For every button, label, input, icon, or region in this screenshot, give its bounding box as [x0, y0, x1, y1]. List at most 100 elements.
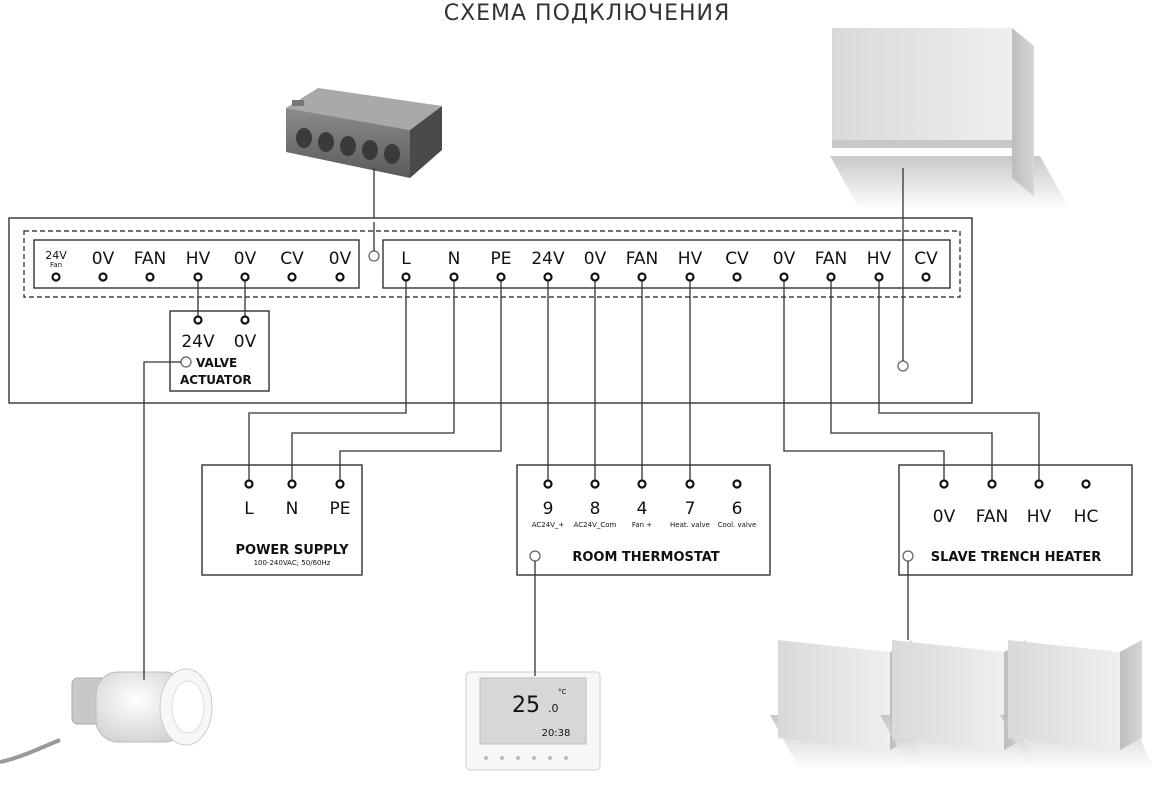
thermostat-terminal-8: 8 [590, 499, 601, 519]
terminal-dot [685, 479, 695, 489]
ctrl-right-label-hv-1: HV [678, 249, 703, 269]
thermostat-display-unit: °C [558, 688, 567, 696]
thermostat-desc-8: AC24V_Com [574, 521, 617, 529]
slave-heater-terminal-hc: HC [1074, 507, 1099, 527]
terminal-dot [287, 272, 297, 282]
terminal-dot [732, 479, 742, 489]
terminal-dot [287, 479, 297, 489]
valve-actuator-terminal-0v: 0V [234, 332, 257, 352]
valve-actuator-image [0, 668, 213, 764]
thermostat-connector-ring [529, 550, 541, 562]
terminal-dot [637, 272, 647, 282]
diagram-title: СХЕМА ПОДКЛЮЧЕНИЯ [444, 1, 731, 26]
terminal-dot [779, 272, 789, 282]
terminal-dot [543, 272, 553, 282]
ctrl-left-terminal-dots [51, 272, 345, 282]
terminal-dot [826, 272, 836, 282]
ctrl-right-label-cv-2: CV [914, 249, 938, 269]
thermostat-terminal-4: 4 [637, 499, 648, 519]
terminal-dot [939, 479, 949, 489]
terminal-dot [987, 479, 997, 489]
terminal-dot [732, 272, 742, 282]
terminal-dot [335, 272, 345, 282]
thermostat-desc-9: AC24V_+ [532, 521, 565, 529]
terminal-dot [401, 272, 411, 282]
ctrl-left-label-fan: FAN [134, 249, 167, 269]
slave-heater-terminal-fan: FAN [976, 507, 1009, 527]
terminal-dot [590, 479, 600, 489]
terminal-dot [543, 479, 553, 489]
terminal-dot [244, 479, 254, 489]
wire-hv-slave [878, 281, 1040, 480]
thermostat-desc-4: Fan + [632, 521, 652, 529]
thermostat-terminal-6: 6 [732, 499, 743, 519]
slave-heater-connector-ring [902, 550, 914, 562]
junction-box-connector-ring [368, 250, 380, 262]
junction-box-image [286, 88, 442, 178]
power-supply-terminal-pe: PE [330, 499, 351, 519]
ctrl-right-label-pe: PE [491, 249, 512, 269]
ctrl-left-label-0v-3: 0V [329, 249, 352, 269]
wire-actuator-device [143, 361, 181, 680]
terminal-dot [98, 272, 108, 282]
ctrl-right-label-fan-1: FAN [626, 249, 659, 269]
valve-actuator-connector-ring [180, 356, 192, 368]
terminal-dot [193, 272, 203, 282]
terminal-dot [1081, 479, 1091, 489]
wire-pe [339, 281, 502, 480]
terminal-dot [145, 272, 155, 282]
terminal-dot [449, 272, 459, 282]
ctrl-left-label-0v-2: 0V [234, 249, 257, 269]
slave-heater-label: SLAVE TRENCH HEATER [931, 550, 1101, 565]
thermostat-display-temp: 25 [512, 693, 540, 718]
power-supply-terminal-l: L [244, 499, 254, 519]
ctrl-right-label-24v: 24V [531, 249, 565, 269]
ctrl-right-label-fan-2: FAN [815, 249, 848, 269]
power-supply-terminal-n: N [286, 499, 299, 519]
terminal-dot [685, 272, 695, 282]
valve-actuator-label-2: ACTUATOR [180, 373, 252, 387]
ctrl-right-label-0v-1: 0V [584, 249, 607, 269]
ctrl-left-sublabel-fan: Fan [50, 261, 62, 269]
valve-actuator-terminal-24v: 24V [181, 332, 215, 352]
ctrl-left-label-0v-1: 0V [92, 249, 115, 269]
room-thermostat-label: ROOM THERMOSTAT [572, 550, 719, 565]
ctrl-right-terminal-dots [401, 272, 931, 282]
thermostat-terminal-9: 9 [543, 499, 554, 519]
terminal-dot [193, 315, 203, 325]
power-supply-box [201, 464, 363, 576]
thermostat-terminal-7: 7 [685, 499, 696, 519]
terminal-dot [496, 272, 506, 282]
terminal-dot [637, 479, 647, 489]
wire-fan-slave [830, 281, 993, 480]
valve-actuator-label-1: VALVE [196, 356, 237, 370]
slave-heater-terminal-0v: 0V [933, 507, 956, 527]
terminal-dot [240, 315, 250, 325]
master-heater-connector-ring [897, 360, 909, 372]
wire-0v-slave [783, 281, 945, 480]
thermostat-desc-6: Cool. valve [718, 521, 757, 529]
ctrl-left-label-hv: HV [186, 249, 211, 269]
valve-actuator-box [169, 310, 270, 392]
terminal-dot [335, 479, 345, 489]
thermostat-device-image: 25 .0 °C 20:38 [465, 671, 601, 771]
ctrl-right-label-hv-2: HV [867, 249, 892, 269]
trench-heater-image-master [830, 28, 1070, 210]
wire-n [291, 281, 455, 480]
terminal-dot [921, 272, 931, 282]
thermostat-desc-7: Heat. valve [670, 521, 710, 529]
power-supply-sublabel: 100-240VAC; 50/60Hz [254, 559, 331, 567]
power-supply-label: POWER SUPPLY [236, 543, 350, 558]
terminal-dot [590, 272, 600, 282]
slave-heater-box [898, 464, 1133, 576]
trench-heater-image-slaves [770, 640, 1154, 770]
controller-dashed-outline [23, 230, 961, 298]
thermostat-display-time: 20:38 [542, 728, 571, 739]
ctrl-left-label-24v: 24V [45, 249, 67, 262]
controller-right-terminal-block [382, 239, 951, 289]
terminal-dot [51, 272, 61, 282]
ctrl-right-label-cv-1: CV [725, 249, 749, 269]
ctrl-right-label-l: L [401, 249, 411, 269]
terminal-dot [874, 272, 884, 282]
